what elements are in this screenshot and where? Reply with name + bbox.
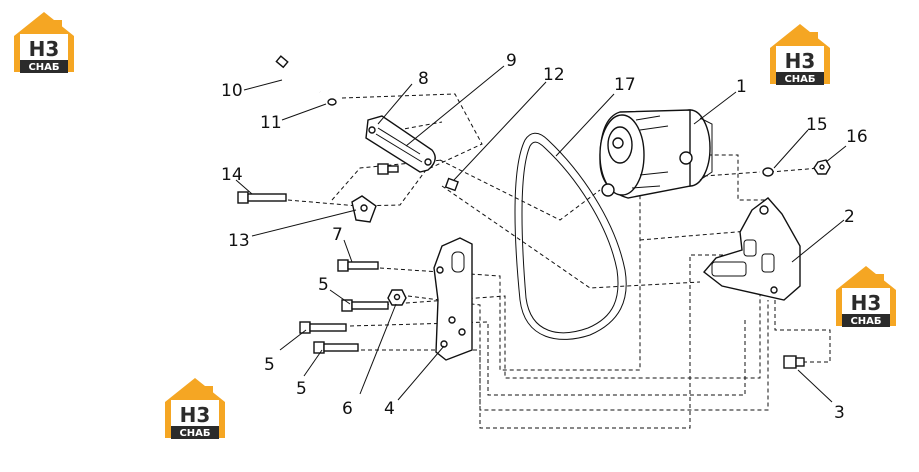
leader-lines [235, 65, 847, 403]
callout-5-b: 5 [264, 355, 275, 375]
part-17-v-belt [514, 132, 627, 340]
logo-bottom-left: H3 CHAБ [165, 378, 225, 439]
callout-2: 2 [844, 207, 855, 227]
callout-10: 10 [221, 81, 243, 101]
logo-top-text: H3 [180, 403, 211, 427]
logo-right: H3 CHAБ [836, 266, 896, 327]
callout-5-c: 5 [296, 379, 307, 399]
logo-top-left: H3 CHAБ [14, 12, 74, 73]
logo-top-text: H3 [785, 49, 816, 73]
callout-7: 7 [332, 225, 343, 245]
part-2-alternator-bracket [702, 197, 801, 301]
logo-top-text: H3 [851, 291, 882, 315]
logo-bottom-text: CHAБ [179, 428, 210, 439]
part-5-bolt-a [341, 299, 389, 312]
callout-6: 6 [342, 399, 353, 419]
part-8-adjusting-bracket [365, 115, 436, 173]
part-11-washer [327, 98, 337, 106]
callout-15: 15 [806, 115, 828, 135]
callout-17: 17 [614, 75, 636, 95]
part-7-bolt [337, 259, 379, 272]
part-9-small-bolt [377, 163, 399, 175]
logo-top-text: H3 [29, 37, 60, 61]
callout-16: 16 [846, 127, 868, 147]
part-10-long-bolt [275, 55, 321, 94]
part-4-mounting-plate [433, 237, 473, 361]
logo-bottom-text: CHAБ [784, 74, 815, 85]
callout-1: 1 [736, 77, 747, 97]
part-15-washer [762, 167, 774, 177]
callout-13: 13 [228, 231, 250, 251]
part-16-nut [813, 159, 831, 175]
part-14-bolt [237, 191, 287, 204]
callout-5-a: 5 [318, 275, 329, 295]
callout-3: 3 [834, 403, 845, 423]
callout-14: 14 [221, 165, 243, 185]
callout-11: 11 [260, 113, 282, 133]
part-12-nut [444, 177, 459, 192]
part-3-bolt [783, 355, 805, 369]
callout-8: 8 [418, 69, 429, 89]
part-1-alternator [599, 109, 713, 199]
part-5-bolt-c [313, 341, 359, 354]
logo-bottom-text: CHAБ [28, 62, 59, 73]
part-13-clamp-block [351, 195, 377, 223]
callout-4: 4 [384, 399, 395, 419]
part-5-bolt-b [299, 321, 347, 334]
callout-9: 9 [506, 51, 517, 71]
callout-12: 12 [543, 65, 565, 85]
logo-top-right: H3 CHAБ [770, 24, 830, 85]
logo-bottom-text: CHAБ [850, 316, 881, 327]
part-6-nut [387, 289, 407, 306]
callout-labels: 10 8 9 12 17 1 11 15 16 14 13 2 7 5 5 5 … [221, 51, 868, 423]
